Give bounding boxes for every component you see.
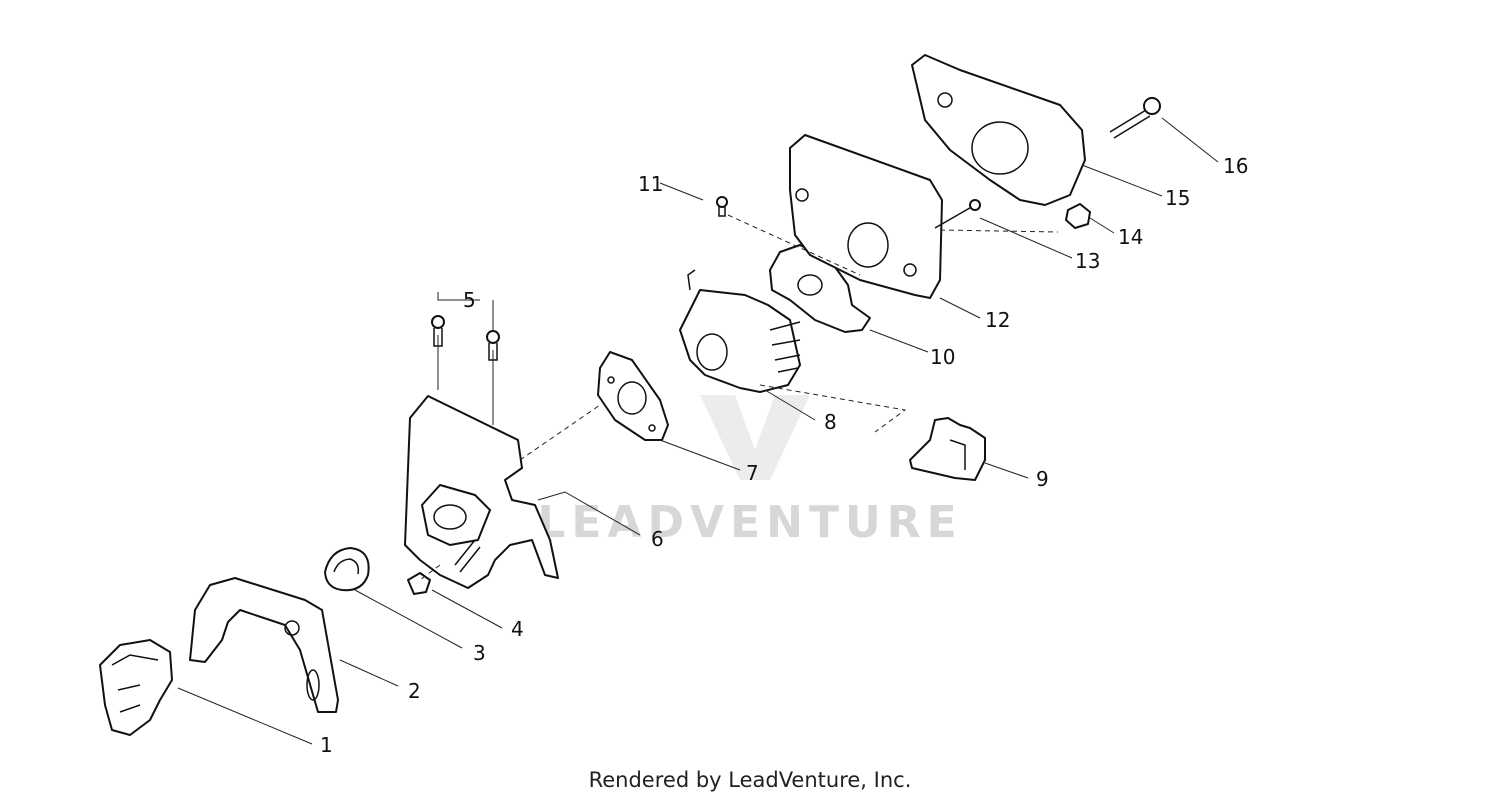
callout-8: 8 [824,410,837,434]
callout-7: 7 [746,461,759,485]
part-11-screw[interactable] [716,196,728,217]
assembly-lines [419,214,1059,581]
callout-15: 15 [1165,186,1190,210]
callout-12: 12 [985,308,1010,332]
watermark-text: LEADVENTURE [537,497,962,548]
part-4-fitting[interactable] [407,572,431,595]
part-9-choke[interactable] [909,417,986,481]
part-8-carburetor[interactable] [679,269,801,393]
part-7-spacer[interactable] [597,351,669,441]
callout-16: 16 [1223,154,1248,178]
part-13-bolt[interactable] [934,199,981,229]
callout-6: 6 [651,527,664,551]
part-12-filter-base[interactable] [789,134,943,299]
callout-10: 10 [930,345,955,369]
callout-2: 2 [408,679,421,703]
callout-5: 5 [463,288,476,312]
watermark: LEADVENTURE [537,395,962,548]
leader-lines [177,117,1219,745]
part-15-filter-cover[interactable] [911,54,1086,206]
callout-9: 9 [1036,467,1049,491]
footer-credit: Rendered by LeadVenture, Inc. [588,768,912,792]
callout-4: 4 [511,617,524,641]
part-14-nut[interactable] [1065,203,1091,229]
part-2-bracket[interactable] [189,577,339,713]
callout-11: 11 [638,172,663,196]
part-6-housing[interactable] [404,395,559,589]
callout-labels: 1 2 3 4 5 6 7 8 9 10 11 12 13 14 15 16 [320,154,1248,757]
part-10-gasket[interactable] [769,244,871,333]
part-16-screw[interactable] [1109,97,1161,139]
part-3-gasket[interactable] [324,547,370,592]
callout-3: 3 [473,641,486,665]
callout-13: 13 [1075,249,1100,273]
callout-14: 14 [1118,225,1143,249]
part-5-screws[interactable] [431,315,500,361]
part-1-deflector[interactable] [99,639,173,736]
callout-1: 1 [320,733,333,757]
